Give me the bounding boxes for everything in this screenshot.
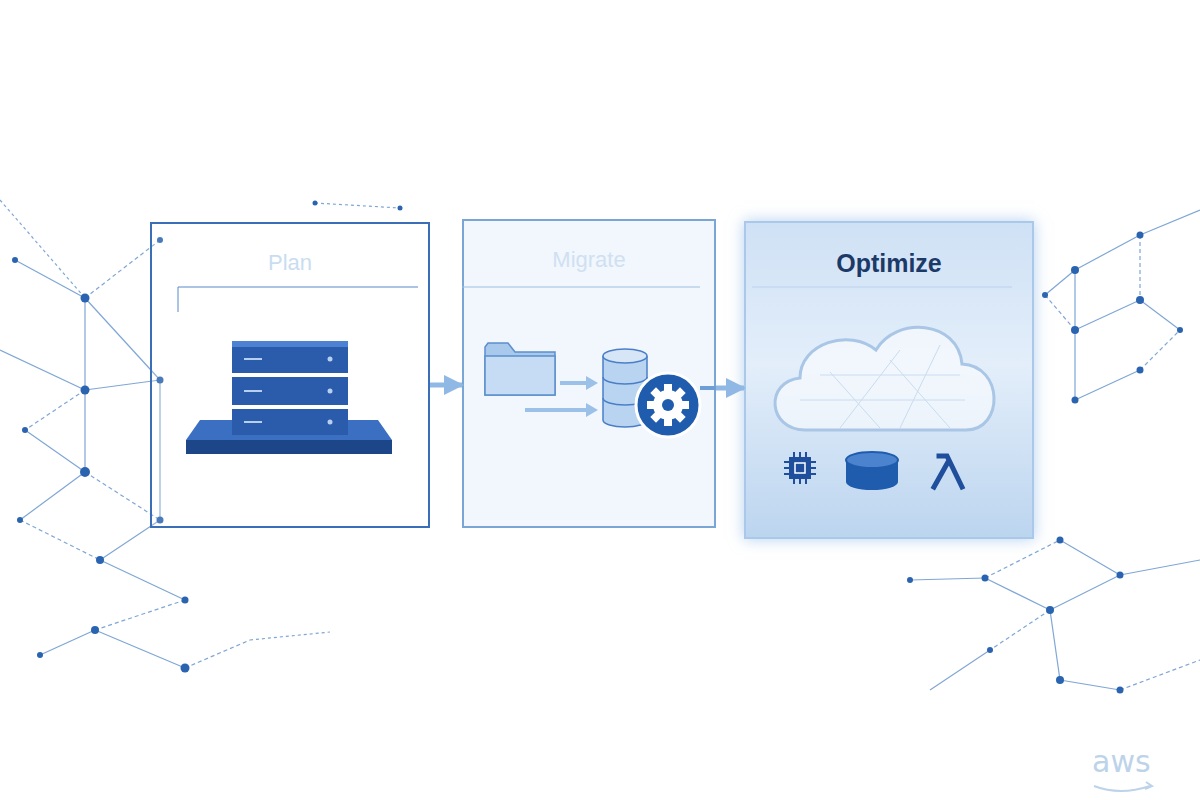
stage-panel: Plan (150, 222, 430, 528)
chip-icon (784, 452, 816, 484)
lambda-icon (934, 456, 962, 487)
storage-icon (846, 452, 898, 490)
stage-panel: Migrate (462, 219, 716, 528)
gear-icon (636, 373, 700, 437)
flow-arrow (716, 386, 744, 391)
cloud-outline (775, 327, 994, 430)
flow-arrow (430, 383, 462, 388)
panel-title: Optimize (746, 249, 1032, 278)
panel-title: Migrate (464, 247, 714, 273)
stage-panel: Optimize (744, 221, 1034, 539)
folder-icon (485, 343, 555, 395)
watermark: aws (1092, 744, 1151, 779)
database-icon (603, 349, 647, 427)
panel-title: Plan (152, 250, 428, 276)
server-stack (186, 341, 392, 454)
